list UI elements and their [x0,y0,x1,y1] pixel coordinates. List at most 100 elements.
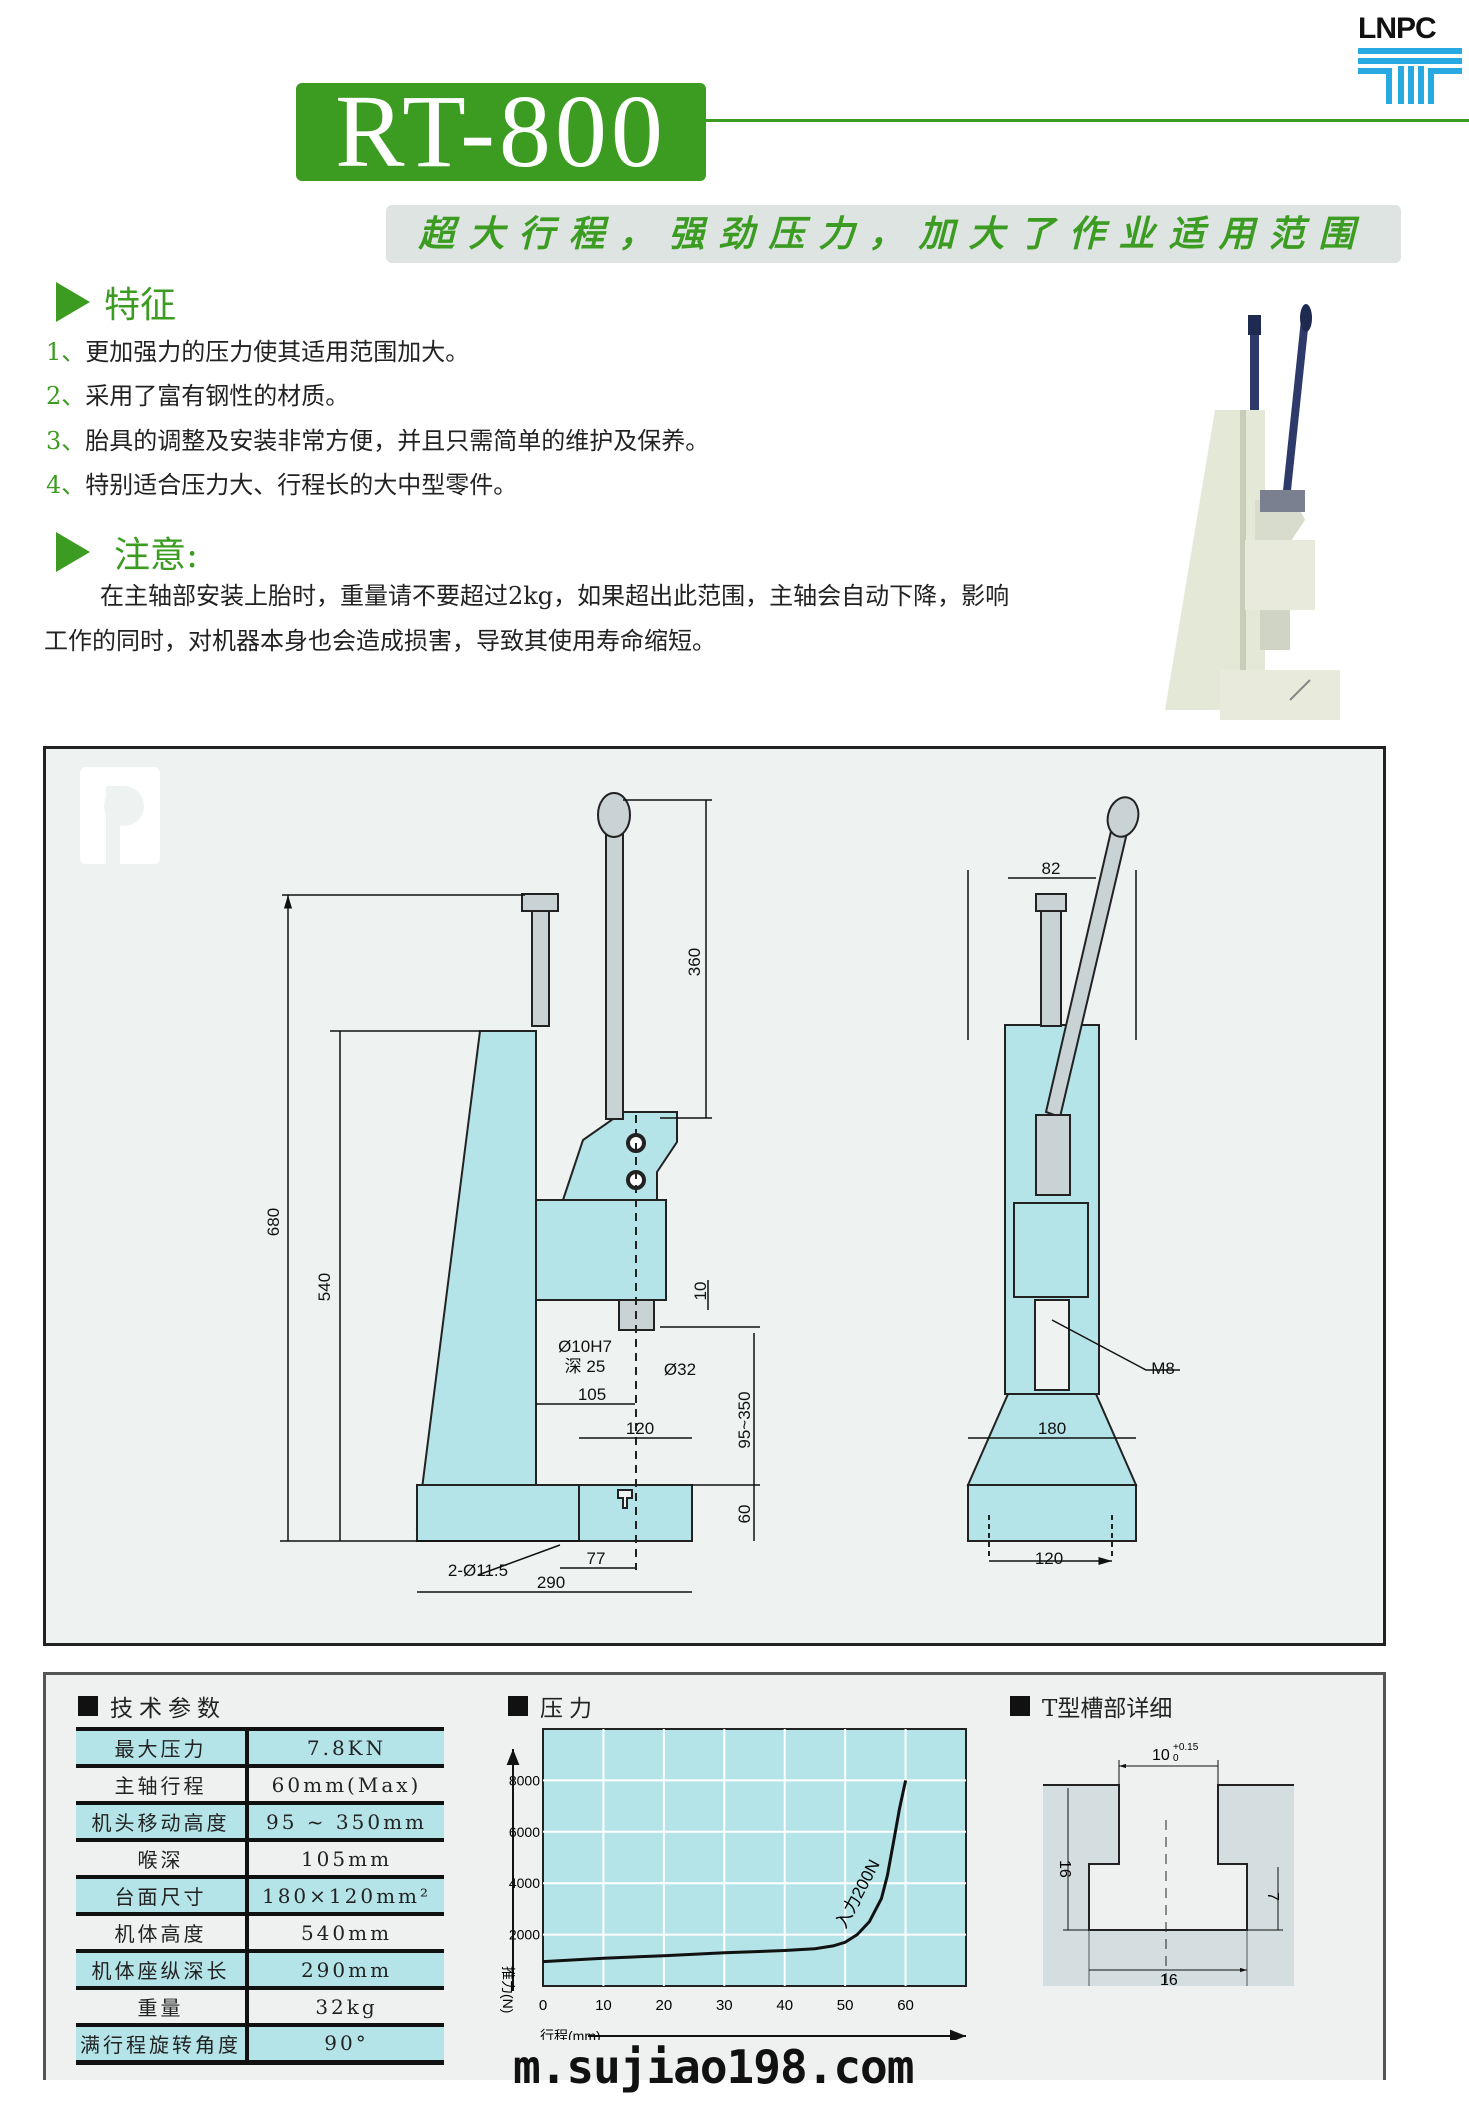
spec-value: 32kg [247,1986,444,2025]
logo-mark-icon [1358,48,1462,104]
feature-text: 特别适合压力大、行程长的大中型零件。 [85,471,518,499]
side-view [415,792,693,1570]
notice-line: 在主轴部安装上胎时，重量请不要超过2kg，如果超出此范围，主轴会自动下降，影响 [100,582,1010,610]
spec-key: 机体高度 [76,1912,249,1951]
dim-10: 10 [691,1282,710,1301]
spec-value: 7.8KN [247,1727,444,1766]
notice-paragraph: 在主轴部安装上胎时，重量请不要超过2kg，如果超出此范围，主轴会自动下降，影响 … [44,574,1154,664]
spec-value: 290mm [247,1949,444,1988]
feature-num: 4、 [46,471,86,499]
pressure-heading-text: 压力 [540,1696,598,1722]
notice-heading: 注意: [56,526,198,578]
x-tick-label: 10 [595,1997,612,2014]
plot-area [542,1728,967,1987]
spec-value: 60mm(Max) [247,1764,444,1803]
dim-mount-holes: 2-Ø11.5 [448,1561,508,1580]
feature-item: 2、采用了富有钢性的材质。 [46,376,349,411]
tslot-detail: 10 +0.15 0 16 7 16 [1043,1742,1294,1989]
spec-key: 机头移动高度 [76,1801,249,1840]
feature-item: 4、特别适合压力大、行程长的大中型零件。 [46,465,517,500]
x-axis-label: 行程(mm) [540,2028,601,2040]
dim-depth: 深 25 [565,1357,606,1376]
spec-key: 喉深 [76,1838,249,1877]
spec-value: 540mm [247,1912,444,1951]
y-tick-label: 6000 [509,1824,540,1840]
dim-180: 180 [1038,1419,1066,1438]
x-tick-label: 20 [656,1997,673,2014]
x-tick-label: 50 [837,1997,854,2014]
tslot-tol-lower: 0 [1173,1753,1179,1764]
spec-value: 105mm [247,1838,444,1877]
technical-drawing: 680 540 360 10 95~350 60 Ø10H7 深 25 Ø32 … [80,767,1180,1593]
logo-text: LNPC [1358,12,1437,45]
x-tick-label: 30 [716,1997,733,2014]
spec-key: 机体座纵深长 [76,1949,249,1988]
triangle-bullet-icon [56,282,90,322]
model-title: RT-800 [296,80,706,184]
feature-text: 胎具的调整及安装非常方便，并且只需简单的维护及保养。 [85,427,710,455]
tslot-height: 7 [1264,1892,1281,1901]
tslot-depth: 16 [1056,1860,1073,1878]
feature-num: 2、 [46,382,86,410]
features-heading: 特征 [56,276,176,328]
x-tick-label: 40 [776,1997,793,2014]
square-bullet-icon [78,1696,98,1716]
specs-heading: 技术参数 [78,1689,226,1723]
slogan-banner: 超大行程，强劲压力，加大了作业适用范围 [386,205,1401,263]
tslot-tol-upper: +0.15 [1173,1742,1199,1753]
feature-num: 1、 [46,338,86,366]
y-tick-label: 2000 [509,1927,540,1943]
lnpc-logo: LNPC [1358,14,1462,104]
dim-290: 290 [537,1573,565,1592]
x-tick-label: 60 [897,1997,914,2014]
tslot-width-top: 10 [1152,1747,1170,1764]
feature-item: 1、更加强力的压力使其适用范围加大。 [46,332,469,367]
x-tick-label: 0 [539,1997,547,2014]
spec-key: 最大压力 [76,1727,249,1766]
tslot-width-bottom: 16 [1160,1972,1178,1989]
front-view [966,796,1140,1560]
dim-540: 540 [315,1273,334,1301]
spec-key: 满行程旋转角度 [76,2023,249,2065]
dim-60: 60 [735,1505,754,1524]
square-bullet-icon [508,1696,528,1716]
notice-heading-text: 注意: [114,535,199,576]
spec-key: 重量 [76,1986,249,2025]
y-tick-label: 8000 [509,1772,540,1788]
feature-num: 3、 [46,427,86,455]
feature-text: 更加强力的压力使其适用范围加大。 [85,338,470,366]
feature-text: 采用了富有钢性的材质。 [85,382,350,410]
spec-key: 主轴行程 [76,1764,249,1803]
dim-680: 680 [264,1208,283,1236]
spec-value: 180×120mm² [247,1875,444,1914]
pressure-heading: 压力 [508,1689,598,1723]
feature-item: 3、胎具的调整及安装非常方便，并且只需简单的维护及保养。 [46,421,709,456]
dim-hole: Ø10H7 [558,1337,612,1356]
dim-82: 82 [1042,859,1061,878]
dim-m8: M8 [1151,1359,1175,1378]
triangle-bullet-icon [56,532,90,572]
spec-value: 90° [247,2023,444,2065]
dim-77: 77 [587,1549,606,1568]
series-line [542,1780,908,1964]
y-tick-label: 4000 [509,1875,540,1891]
dim-105: 105 [578,1385,606,1404]
y-axis-label: 推力(N) [500,1966,516,2013]
dim-360: 360 [685,948,704,976]
spec-value: 95 ~ 350mm [247,1801,444,1840]
notice-line: 工作的同时，对机器本身也会造成损害，导致其使用寿命缩短。 [44,627,716,655]
specs-heading-text: 技术参数 [110,1696,226,1722]
square-bullet-icon [1010,1696,1030,1716]
spec-key: 台面尺寸 [76,1875,249,1914]
dimension-lines [280,799,1180,1593]
